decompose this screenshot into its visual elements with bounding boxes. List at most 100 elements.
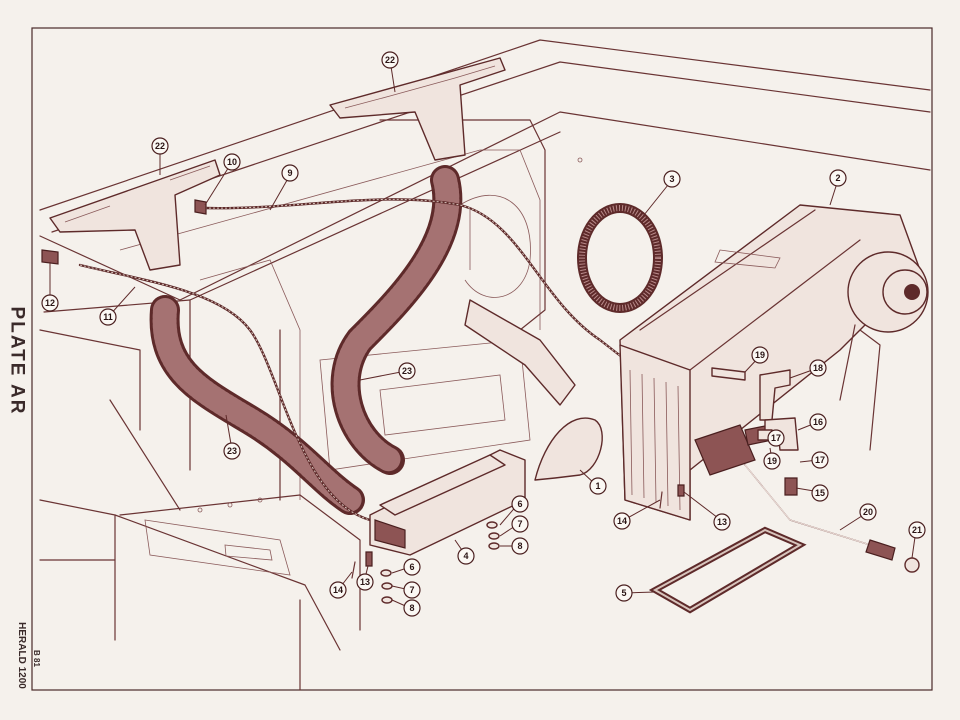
callout-number: 5 — [621, 588, 626, 598]
callout-number: 2 — [835, 173, 840, 183]
callout-18: 18 — [809, 359, 827, 377]
callout-12: 12 — [41, 294, 59, 312]
callout-number: 8 — [517, 541, 522, 551]
callout-circle — [809, 413, 827, 431]
callout-7: 7 — [403, 581, 421, 599]
callout-7: 7 — [511, 515, 529, 533]
callout-circle — [811, 451, 829, 469]
cable-clip-10 — [194, 199, 207, 215]
bolt-19 — [711, 367, 746, 381]
plate-title: PLATE AR — [6, 306, 28, 416]
plate-code: B 81 — [31, 650, 41, 667]
callout-circle — [908, 521, 926, 539]
callout-15: 15 — [811, 484, 829, 502]
callout-circle — [41, 294, 59, 312]
callout-circle — [859, 503, 877, 521]
water-hose-18 — [759, 369, 791, 421]
callout-number: 23 — [402, 366, 412, 376]
callout-number: 11 — [103, 312, 113, 322]
callout-circle — [589, 477, 607, 495]
callout-number: 19 — [767, 456, 777, 466]
callout-circle — [281, 164, 299, 182]
callout-22: 22 — [151, 137, 169, 155]
callout-number: 14 — [617, 516, 627, 526]
callout-22: 22 — [381, 51, 399, 69]
callout-number: 16 — [813, 417, 823, 427]
callout-21: 21 — [908, 521, 926, 539]
callout-10: 10 — [223, 153, 241, 171]
callout-circle — [403, 558, 421, 576]
callout-number: 8 — [409, 603, 414, 613]
callout-16: 16 — [809, 413, 827, 431]
plate-border — [31, 27, 933, 691]
callout-circle — [151, 137, 169, 155]
cable-knob-12 — [41, 249, 59, 265]
callout-number: 17 — [771, 433, 781, 443]
callout-circle — [663, 170, 681, 188]
callout-19: 19 — [763, 452, 781, 470]
callout-number: 6 — [409, 562, 414, 572]
callout-circle — [767, 429, 785, 447]
callout-number: 7 — [409, 585, 414, 595]
callout-11: 11 — [99, 308, 117, 326]
callout-8: 8 — [511, 537, 529, 555]
screw-13-right — [677, 484, 685, 497]
callout-circle — [381, 51, 399, 69]
callout-number: 17 — [815, 455, 825, 465]
callout-23: 23 — [223, 442, 241, 460]
callout-number: 13 — [360, 577, 370, 587]
callout-4: 4 — [457, 547, 475, 565]
callout-circle — [403, 581, 421, 599]
callout-number: 3 — [669, 174, 674, 184]
screw-14-left — [351, 561, 356, 579]
callout-number: 1 — [595, 481, 600, 491]
callout-number: 21 — [912, 525, 922, 535]
callout-number: 20 — [863, 507, 873, 517]
air-intake-tube — [464, 299, 576, 406]
callout-circle — [457, 547, 475, 565]
callout-8: 8 — [403, 599, 421, 617]
sealing-ring — [577, 203, 663, 313]
callout-circle — [511, 537, 529, 555]
callout-14: 14 — [613, 512, 631, 530]
callout-number: 22 — [385, 55, 395, 65]
callout-circle — [511, 515, 529, 533]
callout-circle — [829, 169, 847, 187]
callout-circle — [613, 512, 631, 530]
callout-number: 23 — [227, 446, 237, 456]
adaptor-15 — [784, 477, 798, 496]
hardware-washers-lower — [380, 569, 393, 604]
callout-19: 19 — [751, 346, 769, 364]
callout-circle — [809, 359, 827, 377]
callout-circle — [763, 452, 781, 470]
callout-circle — [511, 495, 529, 513]
callout-17: 17 — [811, 451, 829, 469]
callout-6: 6 — [511, 495, 529, 513]
callout-9: 9 — [281, 164, 299, 182]
callout-circle — [403, 599, 421, 617]
callout-number: 9 — [287, 168, 292, 178]
callout-6: 6 — [403, 558, 421, 576]
water-pipe — [744, 464, 896, 561]
hardware-washers-upper — [486, 521, 500, 550]
callout-number: 15 — [815, 488, 825, 498]
heater-unit — [619, 204, 929, 521]
callout-circle — [223, 442, 241, 460]
callout-13: 13 — [356, 573, 374, 591]
rubber-elbow — [534, 417, 603, 481]
demister-vent-left — [49, 159, 221, 271]
demister-vent-right — [329, 57, 506, 161]
callout-circle — [751, 346, 769, 364]
callout-circle — [811, 484, 829, 502]
callout-20: 20 — [859, 503, 877, 521]
control-cable-11 — [78, 263, 372, 522]
callout-number: 7 — [517, 519, 522, 529]
callout-number: 13 — [717, 517, 727, 527]
callout-layer: 1234567867891011121313141415161717181919… — [41, 51, 926, 617]
callout-3: 3 — [663, 170, 681, 188]
callout-circle — [329, 581, 347, 599]
callout-circle — [615, 584, 633, 602]
callout-number: 10 — [227, 157, 237, 167]
callout-2: 2 — [829, 169, 847, 187]
